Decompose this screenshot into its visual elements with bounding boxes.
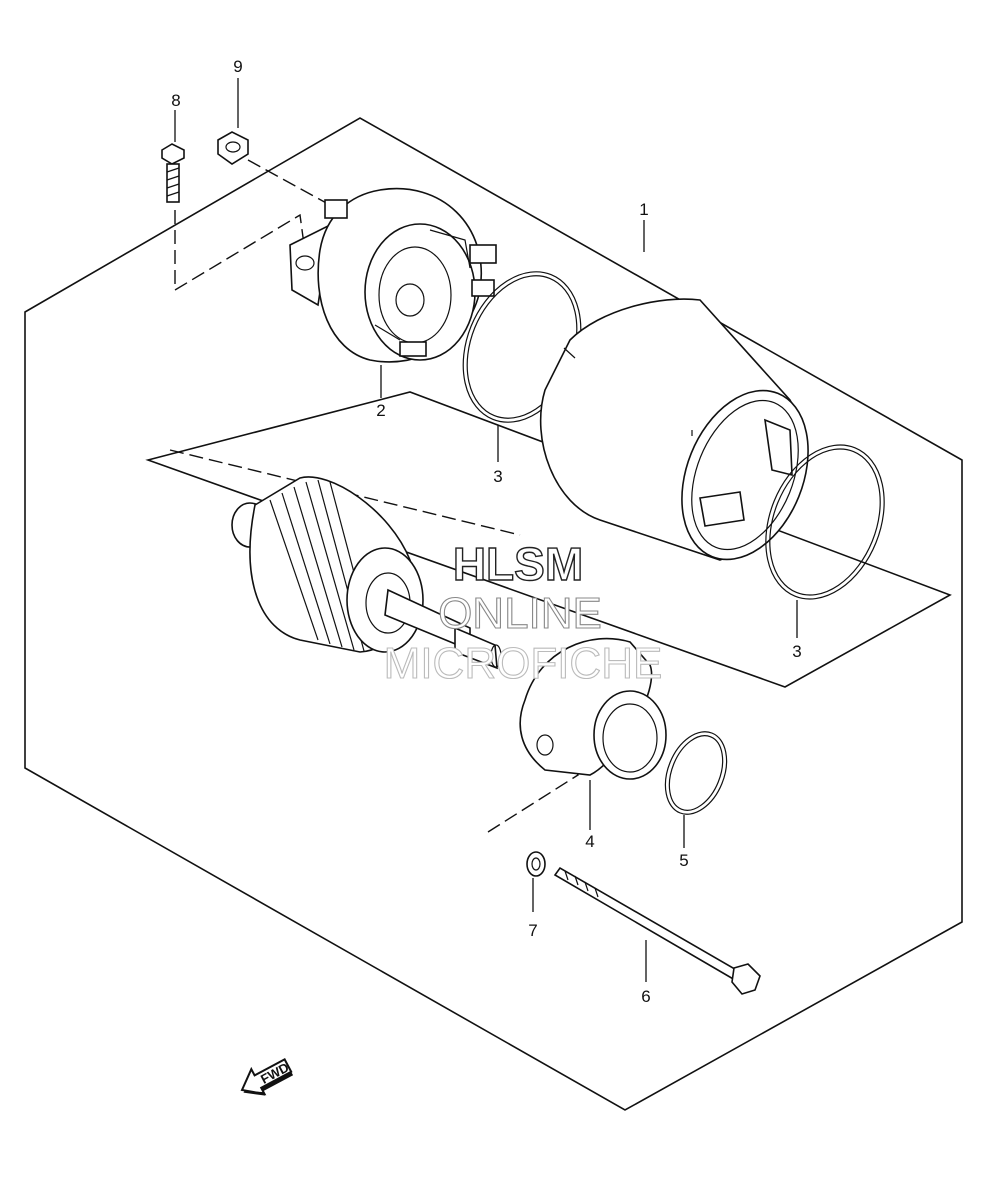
o-ring-part-5 [664,731,728,815]
flange-nut-part-9 [217,131,249,165]
callout-8: 8 [171,91,180,110]
brush-holder-housing-part-2 [289,187,497,363]
dashed-line-nut-to-housing [247,159,331,206]
armature-group-frame [145,391,952,688]
o-ring-part-3-lower [765,444,885,600]
yoke-housing-part-1 [539,298,809,561]
assembly-outline-frame [24,117,963,1111]
watermark-line-1: HLSM [453,538,583,590]
front-cover-part-4 [519,637,667,780]
watermark-line-2: ONLINE [438,589,602,638]
bolt-part-8 [161,143,185,203]
armature-assembly [231,476,502,670]
callout-3-upper: 3 [493,467,502,486]
callout-5: 5 [679,851,688,870]
through-bolt-part-6 [553,866,761,995]
dashed-line-bolt-to-bracket [174,210,306,292]
callout-6: 6 [641,987,650,1006]
callout-4: 4 [585,832,594,851]
callout-7: 7 [528,921,537,940]
callout-1: 1 [639,200,648,219]
watermark-line-3: MICROFICHE [384,639,663,688]
callout-9: 9 [233,57,242,76]
fwd-arrow-icon: FWD [240,1058,294,1096]
washer-part-7 [526,851,546,877]
callout-2: 2 [376,401,385,420]
callout-3-lower: 3 [792,642,801,661]
